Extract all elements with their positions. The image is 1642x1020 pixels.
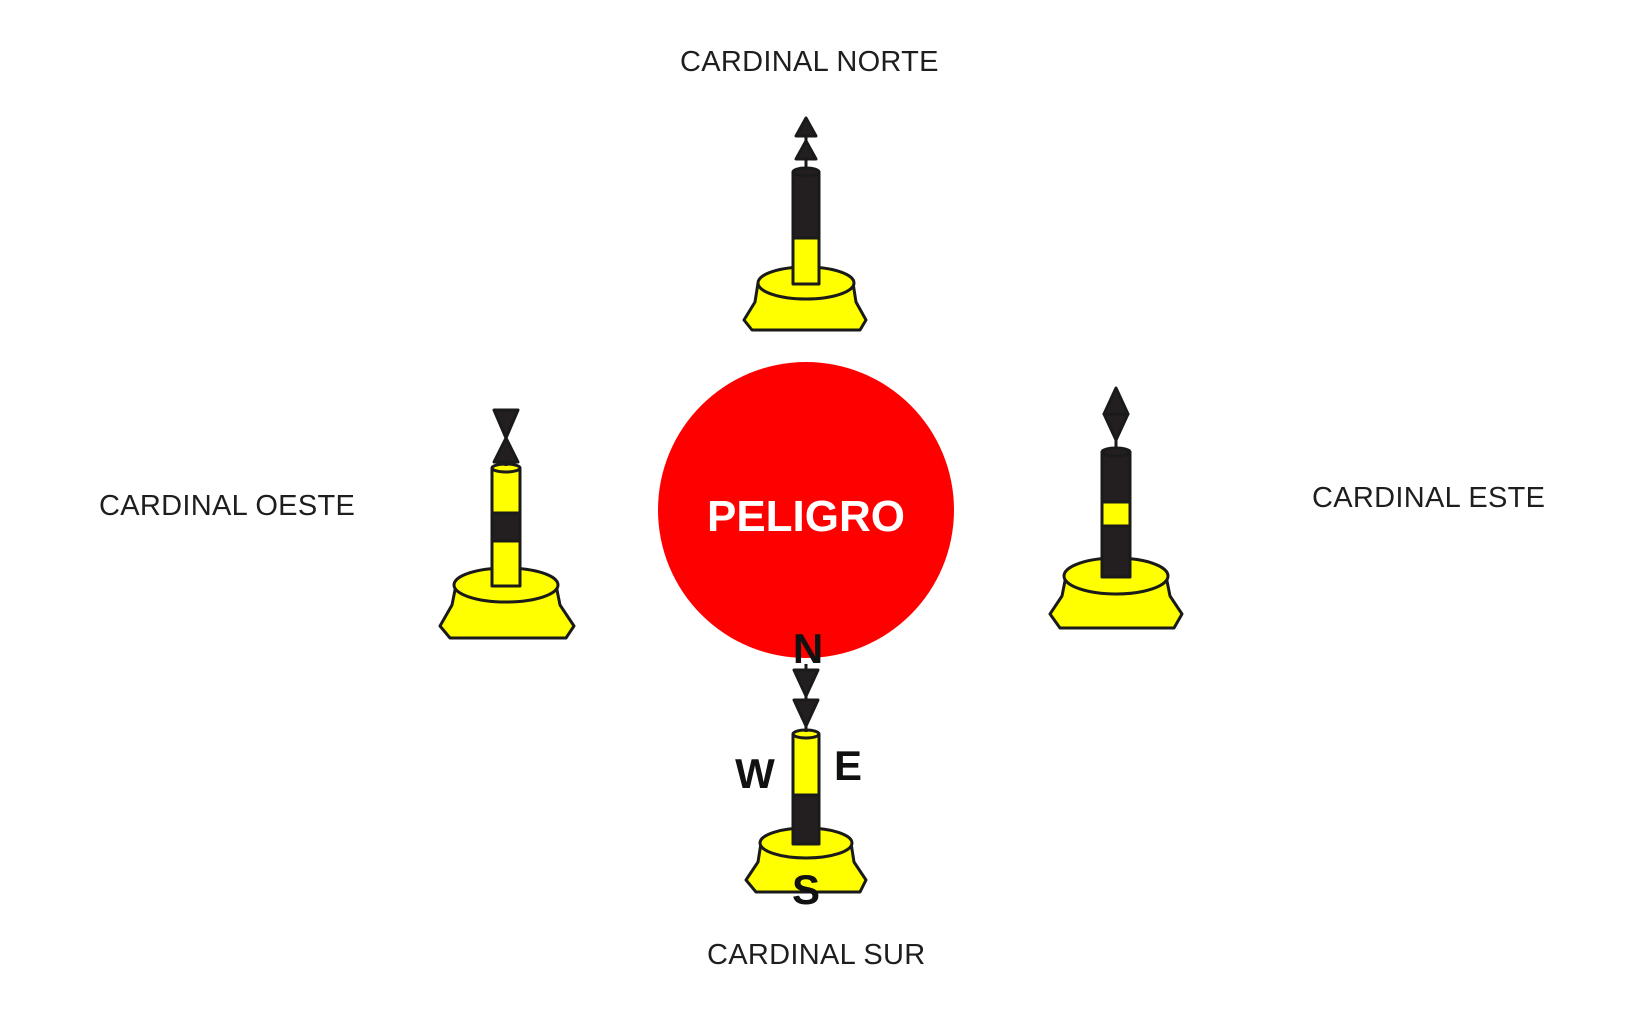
buoy-north-lower-band — [791, 236, 821, 286]
compass-west-letter: W — [735, 750, 775, 797]
compass-north-letter: N — [793, 625, 823, 672]
label-cardinal-south: CARDINAL SUR — [707, 939, 926, 971]
buoy-north-upper-band — [791, 170, 821, 240]
buoy-east — [1048, 386, 1184, 630]
buoy-north-topmark-lower-cone — [794, 139, 818, 161]
buoy-south-topmark-lower-cone — [792, 698, 820, 728]
buoy-south-lower-band — [791, 793, 821, 846]
buoy-west-topmark-lower-cone — [492, 436, 520, 464]
compass-east-letter: E — [834, 742, 862, 789]
label-cardinal-west: CARDINAL OESTE — [99, 490, 356, 522]
buoy-east-upper-band — [1100, 450, 1132, 504]
buoy-south — [744, 664, 868, 894]
danger-area: PELIGRO — [658, 362, 954, 658]
buoy-west — [438, 408, 576, 640]
buoy-north-topmark-upper-cone — [794, 116, 818, 138]
buoy-east-topmark-upper-cone — [1102, 386, 1130, 416]
buoy-east-middle-band — [1100, 500, 1132, 528]
buoy-west-topmark-upper-cone — [492, 408, 520, 440]
buoy-south-topmark-upper-cone — [792, 668, 820, 698]
buoy-east-topmark-lower-cone — [1102, 412, 1130, 442]
buoy-north-cap — [791, 166, 821, 178]
buoy-north — [742, 116, 868, 332]
buoy-west-middle-band — [490, 511, 522, 543]
compass-rose: N W E S — [735, 625, 862, 913]
buoy-south-upper-band — [791, 732, 821, 797]
danger-label: PELIGRO — [707, 492, 905, 541]
buoy-east-cap — [1100, 446, 1132, 458]
danger-circle — [658, 362, 954, 658]
label-cardinal-north: CARDINAL NORTE — [680, 46, 939, 78]
buoy-east-lower-band — [1100, 524, 1132, 579]
compass-south-letter: S — [792, 866, 820, 913]
buoy-west-lower-band — [490, 539, 522, 588]
buoy-west-upper-band — [490, 466, 522, 515]
label-cardinal-east: CARDINAL ESTE — [1312, 482, 1546, 514]
